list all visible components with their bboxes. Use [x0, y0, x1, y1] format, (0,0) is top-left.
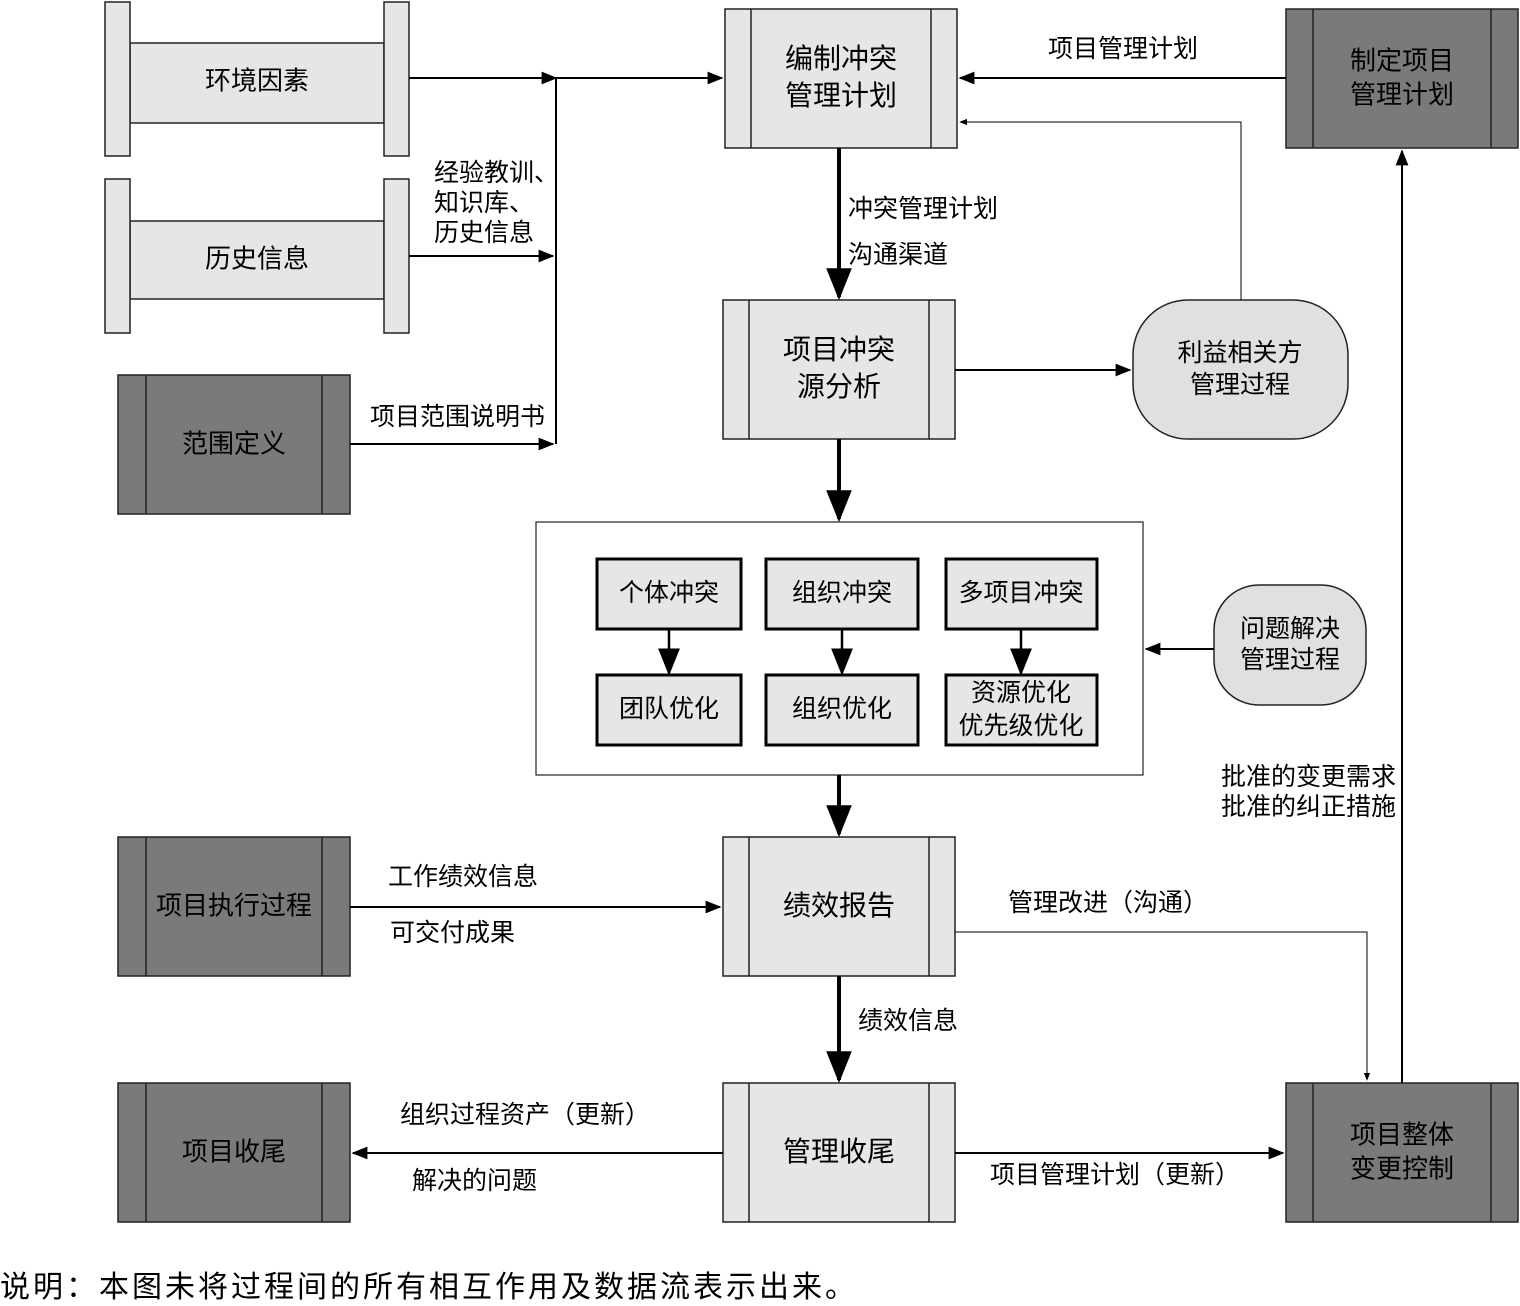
performance-report-box: 绩效报告 [722, 836, 956, 977]
org-optimization-box [764, 673, 920, 747]
problem-solving-label-2: 管理过程 [1240, 645, 1340, 674]
organizational-conflict-box [764, 557, 920, 631]
project-execution-box: 项目执行过程 [117, 836, 351, 977]
approved-changes-label-2: 批准的纠正措施 [1221, 792, 1396, 821]
project-plan-label: 项目管理计划 [1048, 34, 1198, 63]
project-closure-label: 项目收尾 [182, 1138, 286, 1168]
problem-solving-label-1: 问题解决 [1240, 614, 1340, 643]
resource-optimization-label-1: 资源优化 [971, 678, 1071, 707]
mgmt-improve-label: 管理改进（沟通） [1008, 888, 1208, 917]
scope-definition-label: 范围定义 [182, 430, 286, 460]
conflict-plan-label: 冲突管理计划 [848, 194, 998, 223]
resolved-issues-label: 解决的问题 [412, 1166, 537, 1195]
diagram-caption: 说明：本图未将过程间的所有相互作用及数据流表示出来。 [0, 1270, 858, 1305]
work-performance-label: 工作绩效信息 [388, 862, 538, 891]
problem-solving-node: 问题解决 管理过程 [1213, 584, 1367, 706]
make-project-plan-label-1: 制定项目 [1350, 47, 1454, 77]
history-info-box: 历史信息 [104, 178, 410, 334]
comm-channel-label: 沟通渠道 [848, 240, 948, 269]
individual-conflict-label: 个体冲突 [619, 578, 719, 607]
project-execution-label: 项目执行过程 [156, 892, 312, 922]
plan-conflict-mgmt-label-2: 管理计划 [785, 79, 897, 112]
integrated-change-control-label-1: 项目整体 [1350, 1121, 1454, 1151]
lessons-label-2: 知识库、 [434, 188, 534, 217]
make-project-plan-label-2: 管理计划 [1350, 81, 1454, 111]
administrative-closure-label: 管理收尾 [783, 1135, 895, 1168]
integrated-change-control-label-2: 变更控制 [1350, 1155, 1454, 1185]
org-optimization-label: 组织优化 [792, 694, 892, 723]
stakeholder-mgmt-node: 利益相关方 管理过程 [1132, 299, 1349, 440]
stakeholder-mgmt-label-2: 管理过程 [1190, 370, 1290, 399]
resource-optimization-box [944, 673, 1099, 747]
report-to-change-control-line [955, 931, 1371, 1081]
stakeholder-feedback-line [959, 118, 1242, 300]
performance-report-label: 绩效报告 [783, 889, 895, 922]
multi-project-conflict-label: 多项目冲突 [958, 578, 1083, 607]
conflict-source-analysis-label-2: 源分析 [797, 370, 881, 403]
scope-statement-label: 项目范围说明书 [370, 402, 545, 431]
integrated-change-control-box: 项目整体 变更控制 [1285, 1082, 1519, 1223]
lessons-label-1: 经验教训、 [434, 158, 559, 187]
plan-conflict-mgmt-label-1: 编制冲突 [785, 42, 897, 75]
deliverables-label: 可交付成果 [390, 918, 515, 947]
plan-conflict-mgmt-box: 编制冲突 管理计划 [724, 8, 958, 149]
conflict-source-analysis-box: 项目冲突 源分析 [722, 299, 956, 440]
conflict-types-panel: 个体冲突 组织冲突 多项目冲突 团队优化 组织优化 资源优化 优先级优化 [535, 521, 1144, 776]
lessons-label-3: 历史信息 [434, 218, 534, 247]
approved-changes-label-1: 批准的变更需求 [1221, 762, 1396, 791]
make-project-plan-box: 制定项目 管理计划 [1285, 8, 1519, 149]
plan-update-label: 项目管理计划（更新） [990, 1160, 1240, 1189]
individual-conflict-box [595, 557, 743, 631]
administrative-closure-box: 管理收尾 [722, 1082, 956, 1223]
multi-project-conflict-box [944, 557, 1099, 631]
stakeholder-mgmt-label-1: 利益相关方 [1177, 338, 1302, 367]
project-closure-box: 项目收尾 [117, 1082, 351, 1223]
environment-factors-label: 环境因素 [205, 67, 309, 97]
perf-info-label: 绩效信息 [858, 1006, 958, 1035]
environment-factors-box: 环境因素 [104, 1, 410, 157]
conflict-source-analysis-label-1: 项目冲突 [783, 333, 895, 366]
history-info-label: 历史信息 [205, 245, 309, 275]
organizational-conflict-label: 组织冲突 [792, 578, 892, 607]
team-optimization-label: 团队优化 [619, 694, 719, 723]
resource-optimization-label-2: 优先级优化 [958, 711, 1083, 740]
opa-update-label: 组织过程资产（更新） [400, 1100, 650, 1129]
scope-definition-box: 范围定义 [117, 374, 351, 515]
